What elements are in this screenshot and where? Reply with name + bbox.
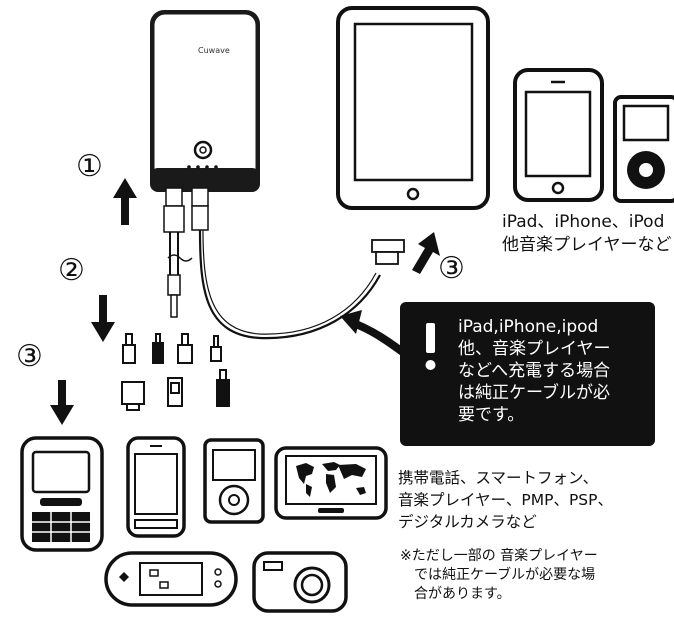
world-map-icon	[296, 462, 366, 497]
psp-icon	[104, 551, 238, 607]
up-arrow-icon	[412, 232, 440, 274]
step-1-marker: ①	[76, 149, 103, 184]
callout-box	[400, 302, 655, 446]
devices-caption-line2: 音楽プレイヤー、PMP、PSP、	[398, 491, 613, 509]
exclamation-icon	[426, 323, 435, 353]
callout-line: などへ充電する場合	[458, 361, 611, 381]
callout-text: iPad,iPhone,ipod 他、音楽プレイヤー などへ充電する場合 は純正…	[458, 316, 611, 426]
down-arrow-icon	[50, 380, 74, 425]
apple-devices-caption-line2: 他音楽プレイヤーなど	[502, 235, 672, 255]
smartphone-icon	[126, 436, 186, 538]
down-arrow-icon	[91, 295, 115, 342]
dock-connector-icon	[371, 239, 405, 253]
brand-label: Cuwave	[198, 46, 230, 55]
power-button-icon	[193, 140, 213, 160]
digital-camera-icon	[252, 551, 348, 613]
output-cable	[191, 205, 405, 340]
callout-line: は純正ケーブルが必	[458, 383, 610, 403]
note-line1: ※ただし一部の 音楽プレイヤー	[400, 548, 598, 564]
ipad-icon	[336, 6, 490, 210]
devices-caption-line3: デジタルカメラなど	[398, 513, 537, 531]
note-line2: では純正ケーブルが必要な場	[414, 567, 596, 583]
step-3-marker-left: ③	[16, 339, 43, 374]
power-bank-icon	[150, 10, 260, 207]
callout-line: 他、音楽プレイヤー	[458, 339, 611, 359]
callout-line: iPad,iPhone,ipod	[458, 317, 599, 337]
ipod-icon	[613, 95, 674, 203]
apple-devices-caption-line1: iPad、iPhone、iPod	[502, 212, 665, 232]
input-cable	[163, 205, 193, 318]
note-line3: 合があります。	[414, 586, 511, 602]
step-3-marker-right: ③	[438, 251, 465, 286]
devices-caption-line1: 携帯電話、スマートフォン、	[398, 469, 599, 487]
iphone-icon	[513, 68, 604, 202]
step-2-marker: ②	[58, 253, 85, 288]
adapter-tip-icon	[121, 333, 230, 411]
callout-line: 要です。	[458, 405, 525, 425]
up-arrow-icon	[113, 178, 137, 225]
ipod-classic-icon	[203, 438, 265, 524]
feature-phone-icon	[20, 436, 104, 552]
portable-media-player-icon	[274, 446, 388, 520]
